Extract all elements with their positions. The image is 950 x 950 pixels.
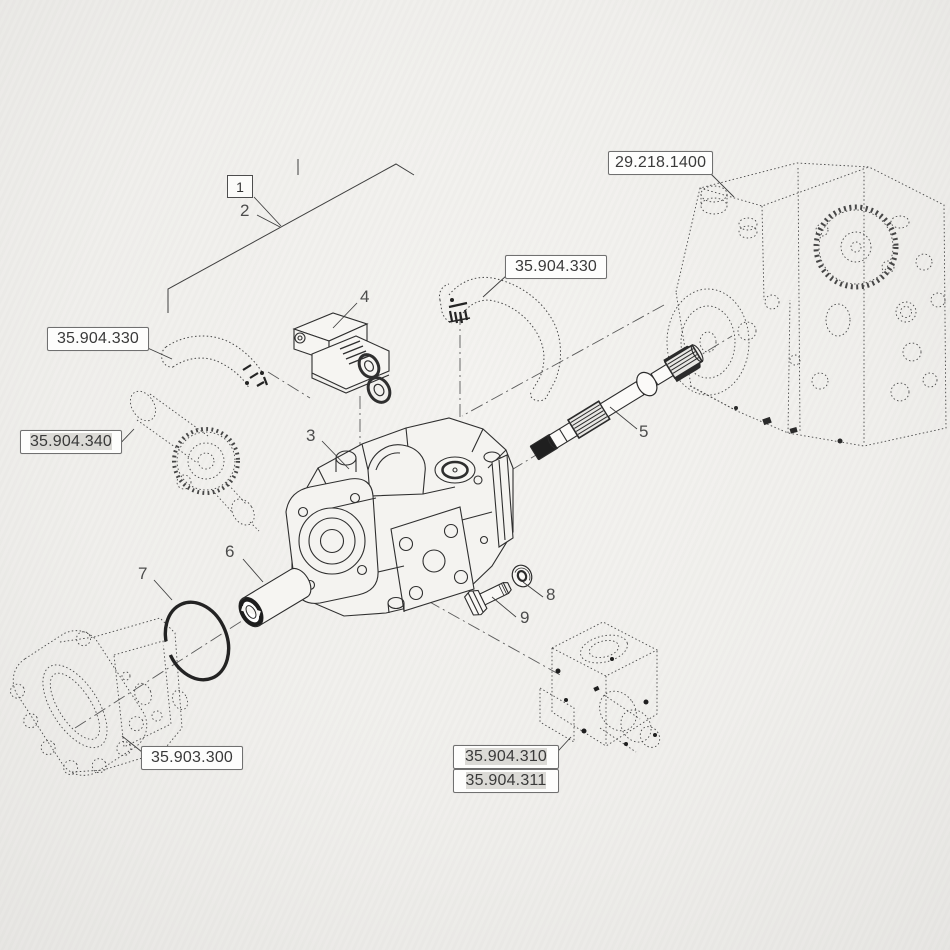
callout-number: 1 bbox=[236, 178, 244, 195]
control-valve-drawing bbox=[539, 621, 661, 753]
bushing-drawing bbox=[238, 567, 312, 628]
bolt-drawing bbox=[463, 581, 512, 616]
callout-9: 9 bbox=[520, 608, 530, 627]
solenoid-valve-drawing bbox=[292, 312, 392, 404]
ref-label-text: 35.904.340 bbox=[29, 433, 113, 450]
callout-5: 5 bbox=[639, 422, 649, 441]
hose-left-fitting bbox=[242, 364, 269, 387]
callout-7: 7 bbox=[138, 564, 148, 583]
ref-label-text: 35.904.311 bbox=[465, 772, 547, 789]
callout-6: 6 bbox=[225, 542, 235, 561]
callout-2: 2 bbox=[240, 201, 250, 220]
callout-1-boxed: 1 bbox=[227, 175, 253, 198]
ref-label-text: 35.904.330 bbox=[56, 330, 140, 347]
ref-label-text: 35.904.310 bbox=[464, 748, 548, 765]
group-bracket bbox=[167, 159, 415, 313]
ref-label-29-218-1400[interactable]: 29.218.1400 bbox=[608, 151, 714, 175]
hose-center-drawing bbox=[439, 276, 561, 402]
ref-label-text: 35.903.300 bbox=[150, 749, 234, 766]
clamp-assembly-drawing bbox=[129, 390, 260, 532]
control-valve-bolt-specks bbox=[555, 657, 657, 746]
transmission-bolt-specks bbox=[734, 406, 843, 444]
ref-label-text: 29.218.1400 bbox=[615, 154, 707, 171]
callout-4: 4 bbox=[360, 287, 370, 306]
drive-shaft-drawing bbox=[529, 344, 704, 461]
ref-label-text: 35.904.330 bbox=[514, 258, 598, 275]
ref-label-35-904-340[interactable]: 35.904.340 bbox=[20, 430, 122, 454]
ref-label-35-904-311[interactable]: 35.904.311 bbox=[453, 769, 559, 793]
hose-left-drawing bbox=[161, 335, 263, 389]
ref-label-35-903-300[interactable]: 35.903.300 bbox=[141, 746, 243, 770]
pump-drawing bbox=[285, 417, 514, 617]
callout-3: 3 bbox=[306, 426, 316, 445]
hose-center-fitting bbox=[448, 298, 471, 324]
o-ring-drawing bbox=[162, 600, 231, 682]
transmission-housing-drawing bbox=[666, 162, 947, 447]
ref-label-35-904-330-left[interactable]: 35.904.330 bbox=[47, 327, 149, 351]
ref-label-35-904-330-center[interactable]: 35.904.330 bbox=[505, 255, 607, 279]
callout-8: 8 bbox=[546, 585, 556, 604]
washer-drawing bbox=[511, 564, 533, 588]
ref-label-35-904-310[interactable]: 35.904.310 bbox=[453, 745, 559, 769]
